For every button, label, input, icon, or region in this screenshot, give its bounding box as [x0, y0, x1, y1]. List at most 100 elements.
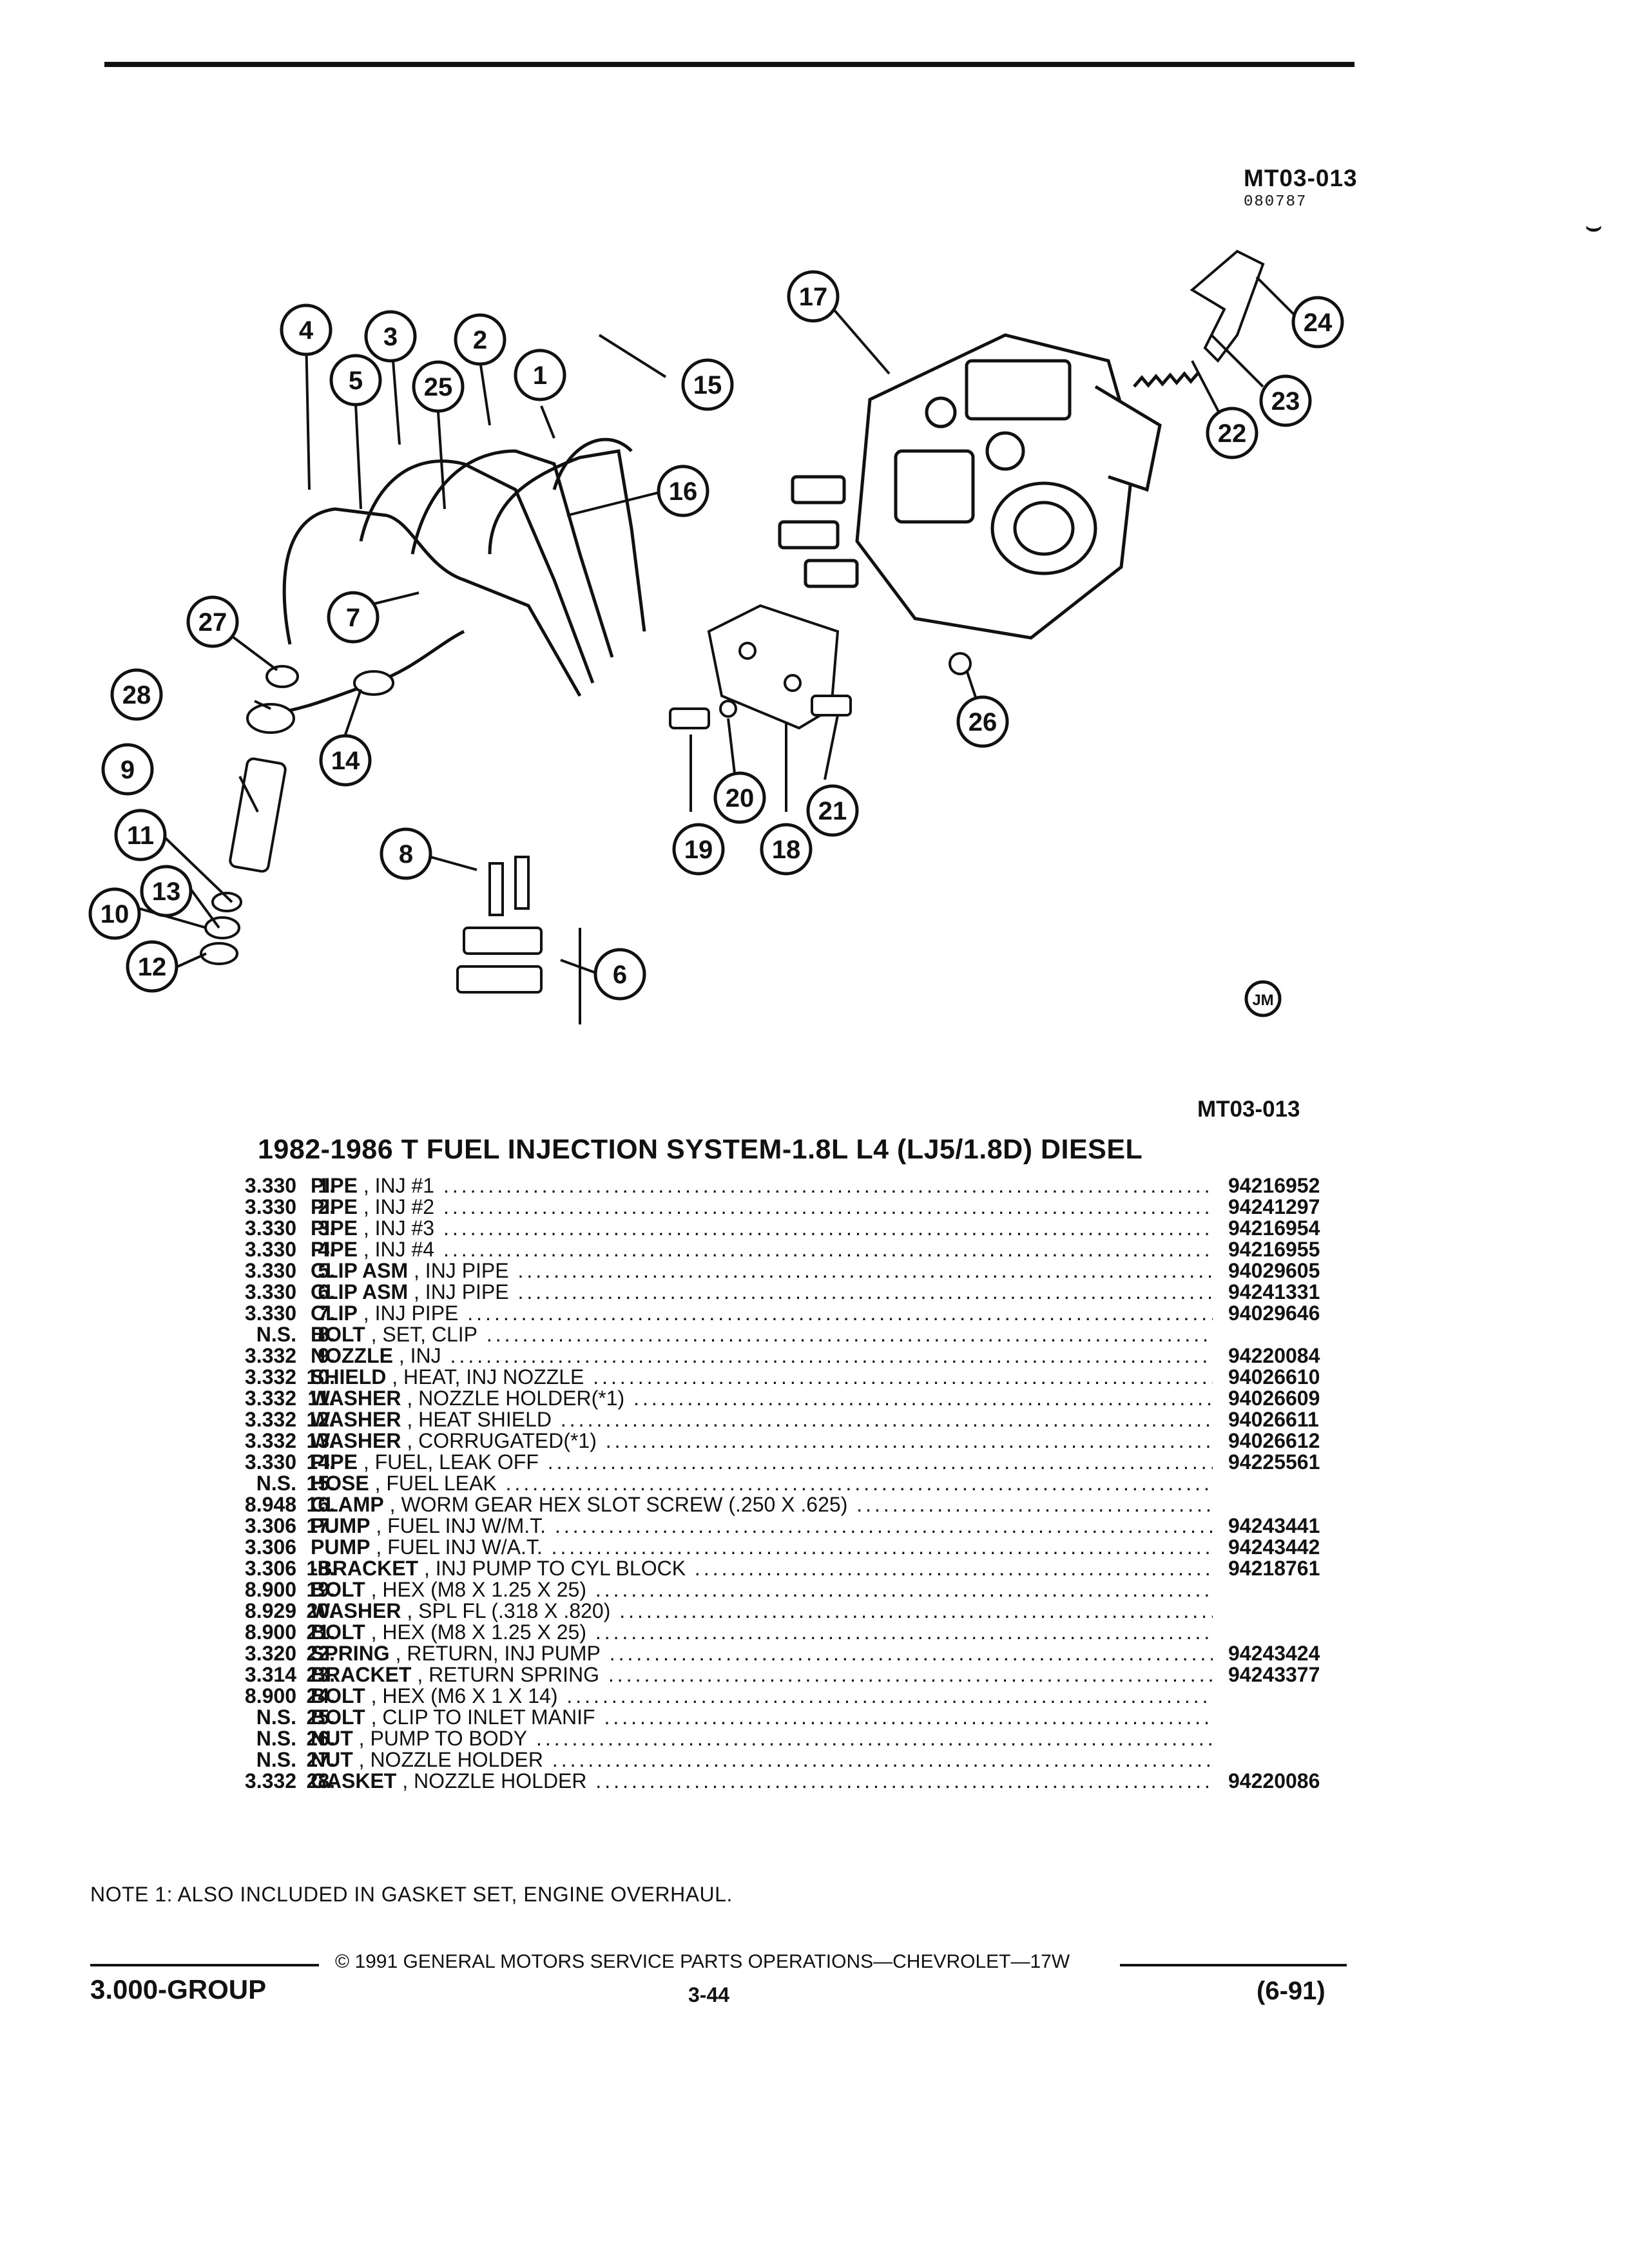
item-description: GASKET , NOZZLE HOLDER .................…: [311, 1769, 1213, 1793]
callout-4: 4: [280, 303, 333, 356]
group-number: 8.948: [244, 1493, 296, 1516]
part-number: 94216954: [1228, 1216, 1320, 1240]
callout-25-label: 25: [424, 373, 453, 401]
leader-dots: ........................................…: [467, 1302, 1213, 1325]
callout-12: 12: [126, 940, 178, 993]
part-name: SPRING: [311, 1642, 390, 1665]
return-spring-bracket: [1190, 249, 1265, 363]
item-number: 25.: [306, 1706, 335, 1729]
group-number: 3.306: [244, 1557, 296, 1580]
item-description: SHIELD , HEAT, INJ NOZZLE ..............…: [311, 1365, 1213, 1389]
leader-dots: ........................................…: [595, 1769, 1213, 1792]
leader-dots: ........................................…: [443, 1195, 1213, 1218]
part-name: WASHER: [311, 1429, 401, 1452]
leader-dots: ........................................…: [605, 1429, 1213, 1452]
item-number: 17.: [306, 1514, 335, 1537]
callout-13-label: 13: [152, 878, 181, 906]
callout-7-label: 7: [346, 604, 360, 632]
part-name: WASHER: [311, 1408, 401, 1431]
item-number: 2.: [318, 1195, 335, 1218]
leader-dots: ........................................…: [505, 1472, 1213, 1495]
leader-dots: ........................................…: [595, 1620, 1213, 1644]
group-number: 8.929: [244, 1599, 296, 1622]
group-number: 3.332: [244, 1387, 296, 1410]
callout-10: 10: [88, 887, 141, 940]
item-number: 15.: [306, 1472, 335, 1495]
part-detail: , FUEL INJ W/M.T.: [376, 1514, 546, 1537]
callout-2: 2: [454, 313, 506, 366]
part-detail: , SPL FL (.318 X .820): [407, 1599, 611, 1622]
group-number: N.S.: [256, 1706, 296, 1729]
part-detail: , NOZZLE HOLDER: [358, 1748, 543, 1771]
part-name: BOLT: [311, 1323, 365, 1346]
callout-1: 1: [514, 349, 566, 401]
item-description: BOLT , HEX (M8 X 1.25 X 25) ............…: [311, 1620, 1213, 1644]
group-number: 3.330: [244, 1280, 296, 1303]
callout-9: 9: [101, 743, 154, 796]
leader-dots: ........................................…: [608, 1663, 1213, 1686]
part-detail: , RETURN, INJ PUMP: [395, 1642, 601, 1665]
part-detail: , INJ PIPE: [363, 1302, 459, 1325]
part-detail: , INJ PUMP TO CYL BLOCK: [423, 1557, 686, 1580]
leader-dots: ........................................…: [560, 1408, 1213, 1431]
group-number: 3.330: [244, 1450, 296, 1474]
figure-ref: MT03-013: [1244, 165, 1358, 191]
leader-dots: ........................................…: [443, 1238, 1213, 1261]
item-number: 13.: [306, 1429, 335, 1452]
group-number: N.S.: [256, 1323, 296, 1346]
item-description: CLIP ASM , INJ PIPE ....................…: [311, 1280, 1213, 1304]
item-description: PIPE , FUEL, LEAK OFF ..................…: [311, 1450, 1213, 1474]
callout-6: 6: [593, 948, 646, 1001]
callout-17-label: 17: [799, 283, 828, 311]
top-rule: [104, 62, 1354, 67]
page-number: 3-44: [688, 1983, 730, 2006]
callout-22-label: 22: [1218, 419, 1247, 448]
callout-26-label: 26: [969, 708, 998, 736]
item-description: PUMP , FUEL INJ W/M.T. .................…: [311, 1514, 1213, 1538]
callout-2-label: 2: [473, 326, 487, 354]
part-number: 94243441: [1228, 1514, 1320, 1537]
group-number: 3.332: [244, 1408, 296, 1431]
item-description: PIPE , INJ #2 ..........................…: [311, 1195, 1213, 1219]
leader-dots: ........................................…: [633, 1387, 1213, 1410]
part-detail: , INJ #1: [363, 1174, 435, 1197]
part-number: 94225561: [1228, 1450, 1320, 1474]
callout-leaders: [139, 276, 1303, 1024]
callout-13: 13: [140, 865, 193, 918]
group-number: 3.330: [244, 1302, 296, 1325]
return-spring: [1133, 371, 1200, 388]
group-number: 3.330: [244, 1174, 296, 1197]
callout-3: 3: [364, 310, 417, 363]
parts-row: 25.N.S.BOLT , CLIP TO INLET MANIF ......…: [142, 1706, 1366, 1729]
figure-ref-bottom: MT03-013: [1197, 1097, 1300, 1122]
item-number: 4.: [318, 1238, 335, 1261]
part-name: PIPE: [311, 1238, 358, 1261]
leader-dots: ........................................…: [609, 1642, 1213, 1665]
revision-date: (6-91): [1257, 1977, 1325, 2005]
item-number: 23.: [306, 1663, 335, 1686]
part-number: 94241297: [1228, 1195, 1320, 1218]
part-number: 94029646: [1228, 1302, 1320, 1325]
part-name: HOSE: [311, 1472, 369, 1495]
part-detail: , INJ #2: [363, 1195, 435, 1218]
part-name: PUMP: [311, 1514, 371, 1537]
callout-15-label: 15: [693, 371, 722, 399]
callout-21: 21: [806, 784, 859, 837]
part-number: 94241331: [1228, 1280, 1320, 1303]
group-number: 3.330: [244, 1195, 296, 1218]
part-name: CLIP ASM: [311, 1280, 409, 1303]
callout-25: 25: [412, 360, 465, 413]
footnote: NOTE 1: ALSO INCLUDED IN GASKET SET, ENG…: [90, 1883, 733, 1906]
artist-mark: JM: [1244, 980, 1282, 1017]
leader-dots: ........................................…: [486, 1323, 1213, 1346]
item-description: WASHER , HEAT SHIELD ...................…: [311, 1408, 1213, 1432]
callout-1-label: 1: [533, 361, 547, 390]
part-detail: , INJ PIPE: [414, 1280, 509, 1303]
parts-row: 27.N.S.NUT , NOZZLE HOLDER .............…: [142, 1748, 1366, 1771]
